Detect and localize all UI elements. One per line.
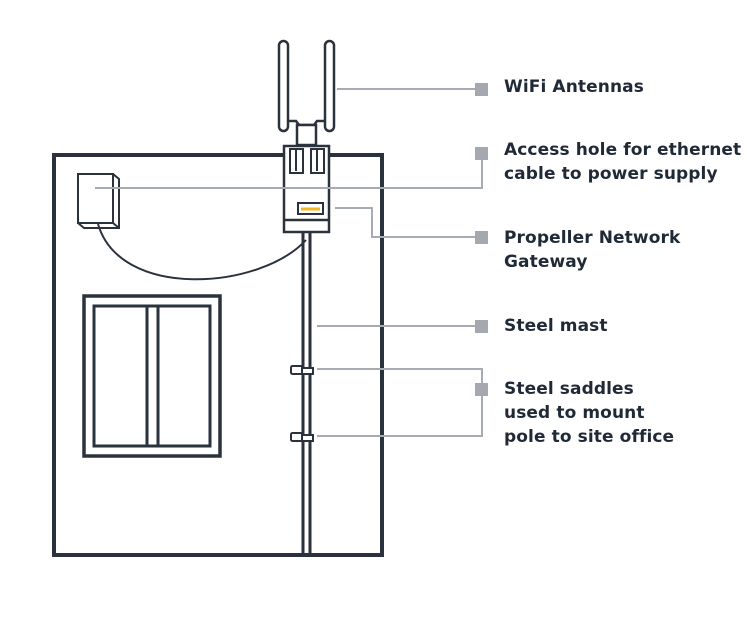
- label-line: Steel saddles: [504, 379, 634, 399]
- label-line: cable to power supply: [504, 164, 718, 184]
- window: [82, 294, 222, 458]
- label-line: WiFi Antennas: [504, 77, 644, 97]
- steel-saddle-lower: [290, 432, 314, 442]
- leader-access-hole: [95, 154, 483, 189]
- steel-saddle-upper: [290, 365, 314, 375]
- label-line: Propeller Network: [504, 228, 681, 248]
- marker-wifi-antennas: [475, 83, 488, 96]
- label-wifi-antennas: WiFi Antennas: [504, 75, 644, 99]
- marker-saddles: [475, 383, 488, 396]
- leader-gateway: [335, 207, 476, 238]
- label-line: pole to site office: [504, 427, 675, 447]
- label-line: Gateway: [504, 252, 588, 272]
- label-line: Steel mast: [504, 316, 608, 336]
- label-line: used to mount: [504, 403, 645, 423]
- label-gateway: Propeller Network Gateway: [504, 226, 680, 274]
- ethernet-cable: [97, 223, 307, 281]
- site-office-wall: [52, 153, 384, 557]
- label-line: Access hole for ethernet: [504, 140, 742, 160]
- marker-gateway: [475, 231, 488, 244]
- leader-saddles: [317, 368, 483, 437]
- steel-mast: [301, 230, 312, 556]
- label-access-hole: Access hole for ethernet cable to power …: [504, 138, 741, 186]
- wifi-antennas: [277, 39, 336, 147]
- label-steel-mast: Steel mast: [504, 314, 608, 338]
- label-steel-saddles: Steel saddles used to mount pole to site…: [504, 377, 674, 449]
- marker-access-hole: [475, 147, 488, 160]
- marker-steel-mast: [475, 320, 488, 333]
- power-supply-box: [77, 173, 120, 229]
